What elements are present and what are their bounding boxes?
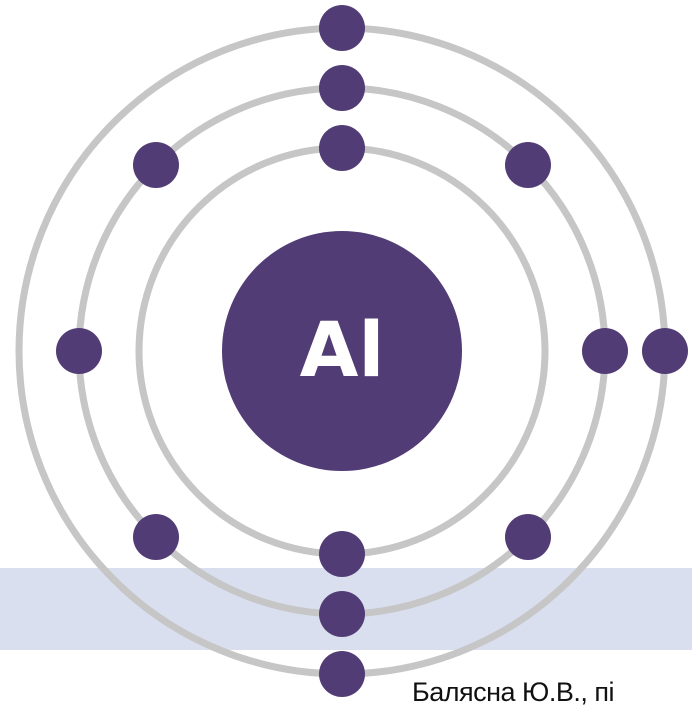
electron-shell-3-1 [319, 5, 365, 51]
nucleus [222, 231, 462, 471]
electron-shell-2-5 [319, 591, 365, 637]
electron-shell-2-8 [133, 142, 179, 188]
electron-shell-3-3 [319, 651, 365, 697]
author-caption: Балясна Ю.В., пі [412, 677, 614, 707]
electron-shell-1-2 [319, 531, 365, 577]
electron-shell-2-4 [505, 514, 551, 560]
element-symbol: Al [300, 305, 385, 394]
electron-shell-2-6 [133, 514, 179, 560]
electron-shell-2-2 [505, 142, 551, 188]
electron-shell-2-1 [319, 65, 365, 111]
electron-shell-3-2 [642, 328, 688, 374]
electron-shell-2-3 [582, 328, 628, 374]
electron-shell-2-7 [56, 328, 102, 374]
electron-shell-1-1 [319, 125, 365, 171]
